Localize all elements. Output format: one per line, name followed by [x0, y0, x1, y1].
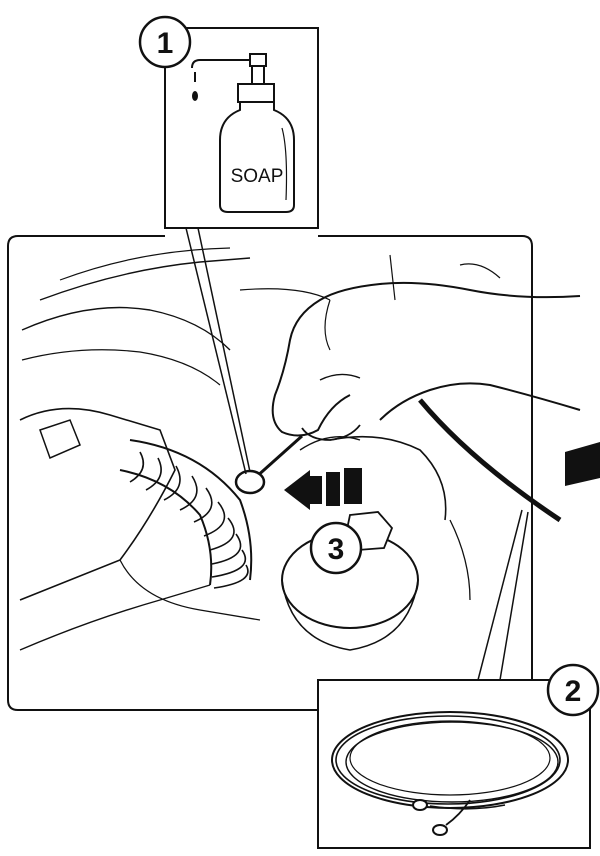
callout-1: 1	[140, 17, 190, 67]
cable-inset	[318, 680, 590, 848]
callout-2: 2	[548, 665, 598, 715]
leader-line-1a	[186, 228, 246, 474]
hand-illustration	[273, 283, 580, 440]
callout-1-number: 1	[157, 27, 174, 60]
callout-3: 3	[311, 523, 361, 573]
callout-2-number: 2	[565, 675, 582, 708]
direction-marker	[565, 442, 600, 486]
leader-line-2a	[478, 510, 522, 680]
soap-inset: SOAP	[165, 28, 318, 228]
main-scene	[8, 236, 580, 710]
drain-hose	[120, 440, 251, 588]
leader-line-1b	[198, 228, 250, 472]
push-direction-arrow	[284, 468, 362, 510]
leader-line-2b	[500, 512, 528, 680]
soap-label: SOAP	[231, 166, 284, 187]
callout-3-number: 3	[328, 533, 345, 566]
